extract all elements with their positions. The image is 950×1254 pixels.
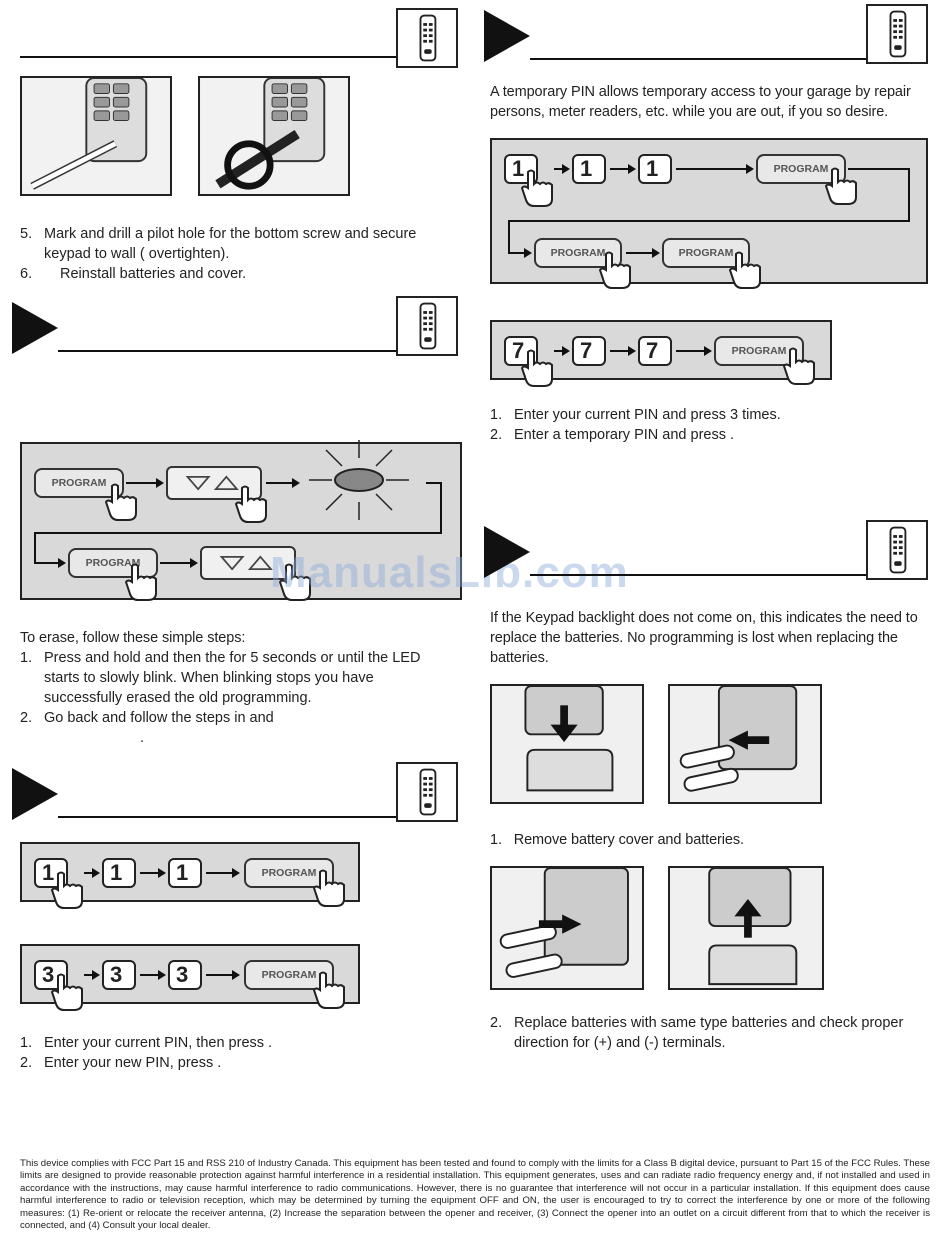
- digit-key-illustration: 7: [638, 336, 672, 366]
- pointing-hand-icon: [728, 251, 761, 289]
- pointing-hand-icon: [312, 869, 345, 907]
- arrow-keys-illustration: [200, 546, 296, 580]
- led-blink-icon: [309, 440, 409, 520]
- digit-key-illustration: 1: [572, 154, 606, 184]
- section-marker-icon: [12, 302, 58, 354]
- digit-key-illustration: 3: [102, 960, 136, 990]
- temp-pin-intro: A temporary PIN allows temporary access …: [490, 84, 911, 120]
- keypad-icon: [866, 520, 928, 580]
- battery-steps: 2.Replace batteries with same type batte…: [490, 1013, 910, 1053]
- flow-arrow: [610, 164, 636, 174]
- flow-arrow: [84, 868, 100, 878]
- list-item: 2.Go back and follow the steps in and: [20, 710, 274, 726]
- section-marker-icon: [484, 10, 530, 62]
- change-pin-diagram-row2: 3 3 3 PROGRAM: [20, 944, 360, 1011]
- insert-batteries-image: [490, 866, 644, 990]
- install-steps: 5.Mark and drill a pilot hole for the bo…: [20, 224, 460, 284]
- keypad-icon: [396, 296, 458, 356]
- section-marker-icon: [12, 768, 58, 820]
- flow-arrow: [676, 164, 754, 174]
- flow-arrow: [610, 346, 636, 356]
- temp-pin-diagram-row2: 7 7 7 PROGRAM: [490, 320, 832, 387]
- pointing-hand-icon: [782, 347, 815, 385]
- battery-step-1: 1. Remove battery cover and batteries.: [490, 832, 744, 848]
- remove-batteries-image: [668, 684, 822, 804]
- list-item: 1.Enter your current PIN and press 3 tim…: [490, 407, 781, 423]
- section-rule: [530, 58, 866, 60]
- program-button-illustration: PROGRAM: [714, 336, 804, 366]
- temp-pin-steps: 1.Enter your current PIN and press 3 tim…: [490, 405, 910, 445]
- digit-key-illustration: 1: [102, 858, 136, 888]
- keypad-icon: [866, 4, 928, 64]
- flow-connector: [508, 220, 510, 252]
- flow-connector: [508, 220, 910, 222]
- program-button-illustration: PROGRAM: [34, 468, 124, 498]
- keypad-icon: [396, 762, 458, 822]
- program-button-illustration: PROGRAM: [68, 548, 158, 578]
- flow-arrow: [140, 868, 166, 878]
- pointing-hand-icon: [50, 973, 83, 1011]
- flow-arrow: [554, 164, 570, 174]
- fcc-notice: This device complies with FCC Part 15 an…: [20, 1158, 930, 1232]
- pointing-hand-icon: [278, 563, 311, 601]
- pointing-hand-icon: [824, 167, 857, 205]
- flow-arrow: [140, 970, 166, 980]
- list-item: 1.Enter your current PIN, then press .: [20, 1035, 273, 1051]
- digit-key-illustration: 7: [572, 336, 606, 366]
- list-item: 2.Enter a temporary PIN and press .: [490, 427, 735, 443]
- pointing-hand-icon: [312, 971, 345, 1009]
- flow-connector: [848, 168, 910, 222]
- flow-arrow: [34, 558, 66, 568]
- flow-connector: [34, 532, 36, 562]
- list-item: .: [140, 730, 145, 746]
- temp-pin-diagram-row1: 1 1 1 PROGRAM PROGRAM PROGRAM: [490, 138, 928, 289]
- pointing-hand-icon: [520, 169, 553, 207]
- keypad-icon: [396, 8, 458, 68]
- section-rule: [58, 350, 396, 352]
- erase-diagram: PROGRAM PROGRAM: [20, 440, 462, 601]
- digit-key-illustration: 1: [504, 154, 538, 184]
- digit-key-illustration: 1: [638, 154, 672, 184]
- pointing-hand-icon: [104, 483, 137, 521]
- battery-intro: If the Keypad backlight does not come on…: [490, 610, 918, 666]
- section-rule: [58, 816, 396, 818]
- flow-arrow: [126, 478, 164, 488]
- change-pin-diagram-row1: 1 1 1 PROGRAM: [20, 842, 360, 909]
- list-item: 1.Press and hold and then the for 5 seco…: [20, 650, 421, 706]
- digit-key-illustration: 3: [168, 960, 202, 990]
- flow-arrow: [206, 970, 240, 980]
- watermark: ManualsLib.com: [270, 548, 629, 597]
- flow-arrow: [626, 248, 660, 258]
- flow-arrow: [84, 970, 100, 980]
- drill-pilot-hole-image: [20, 76, 172, 196]
- section-marker-icon: [484, 526, 530, 578]
- flow-arrow: [508, 248, 532, 258]
- flow-arrow: [160, 558, 198, 568]
- pointing-hand-icon: [234, 485, 267, 523]
- pointing-hand-icon: [124, 563, 157, 601]
- list-item: 5.Mark and drill a pilot hole for the bo…: [20, 226, 417, 262]
- flow-connector: [426, 482, 442, 534]
- erase-steps: 1.Press and hold and then the for 5 seco…: [20, 648, 440, 748]
- remove-cover-image: [490, 684, 644, 804]
- flow-arrow: [554, 346, 570, 356]
- pointing-hand-icon: [520, 349, 553, 387]
- pointing-hand-icon: [50, 871, 83, 909]
- flow-connector: [34, 532, 442, 534]
- digit-key-illustration: 1: [168, 858, 202, 888]
- erase-intro: To erase, follow these simple steps:: [20, 630, 246, 646]
- replace-cover-image: [668, 866, 824, 990]
- list-item: 2.Enter your new PIN, press .: [20, 1055, 222, 1071]
- flow-arrow: [676, 346, 712, 356]
- change-pin-steps: 1.Enter your current PIN, then press . 2…: [20, 1033, 440, 1073]
- section-rule: [530, 574, 866, 576]
- screwdriver-image: [198, 76, 350, 196]
- list-item: 6.Reinstall batteries and cover.: [20, 266, 247, 282]
- pointing-hand-icon: [598, 251, 631, 289]
- flow-arrow: [266, 478, 300, 488]
- section-rule: [20, 56, 396, 58]
- list-item: 2.Replace batteries with same type batte…: [490, 1015, 904, 1051]
- flow-arrow: [206, 868, 240, 878]
